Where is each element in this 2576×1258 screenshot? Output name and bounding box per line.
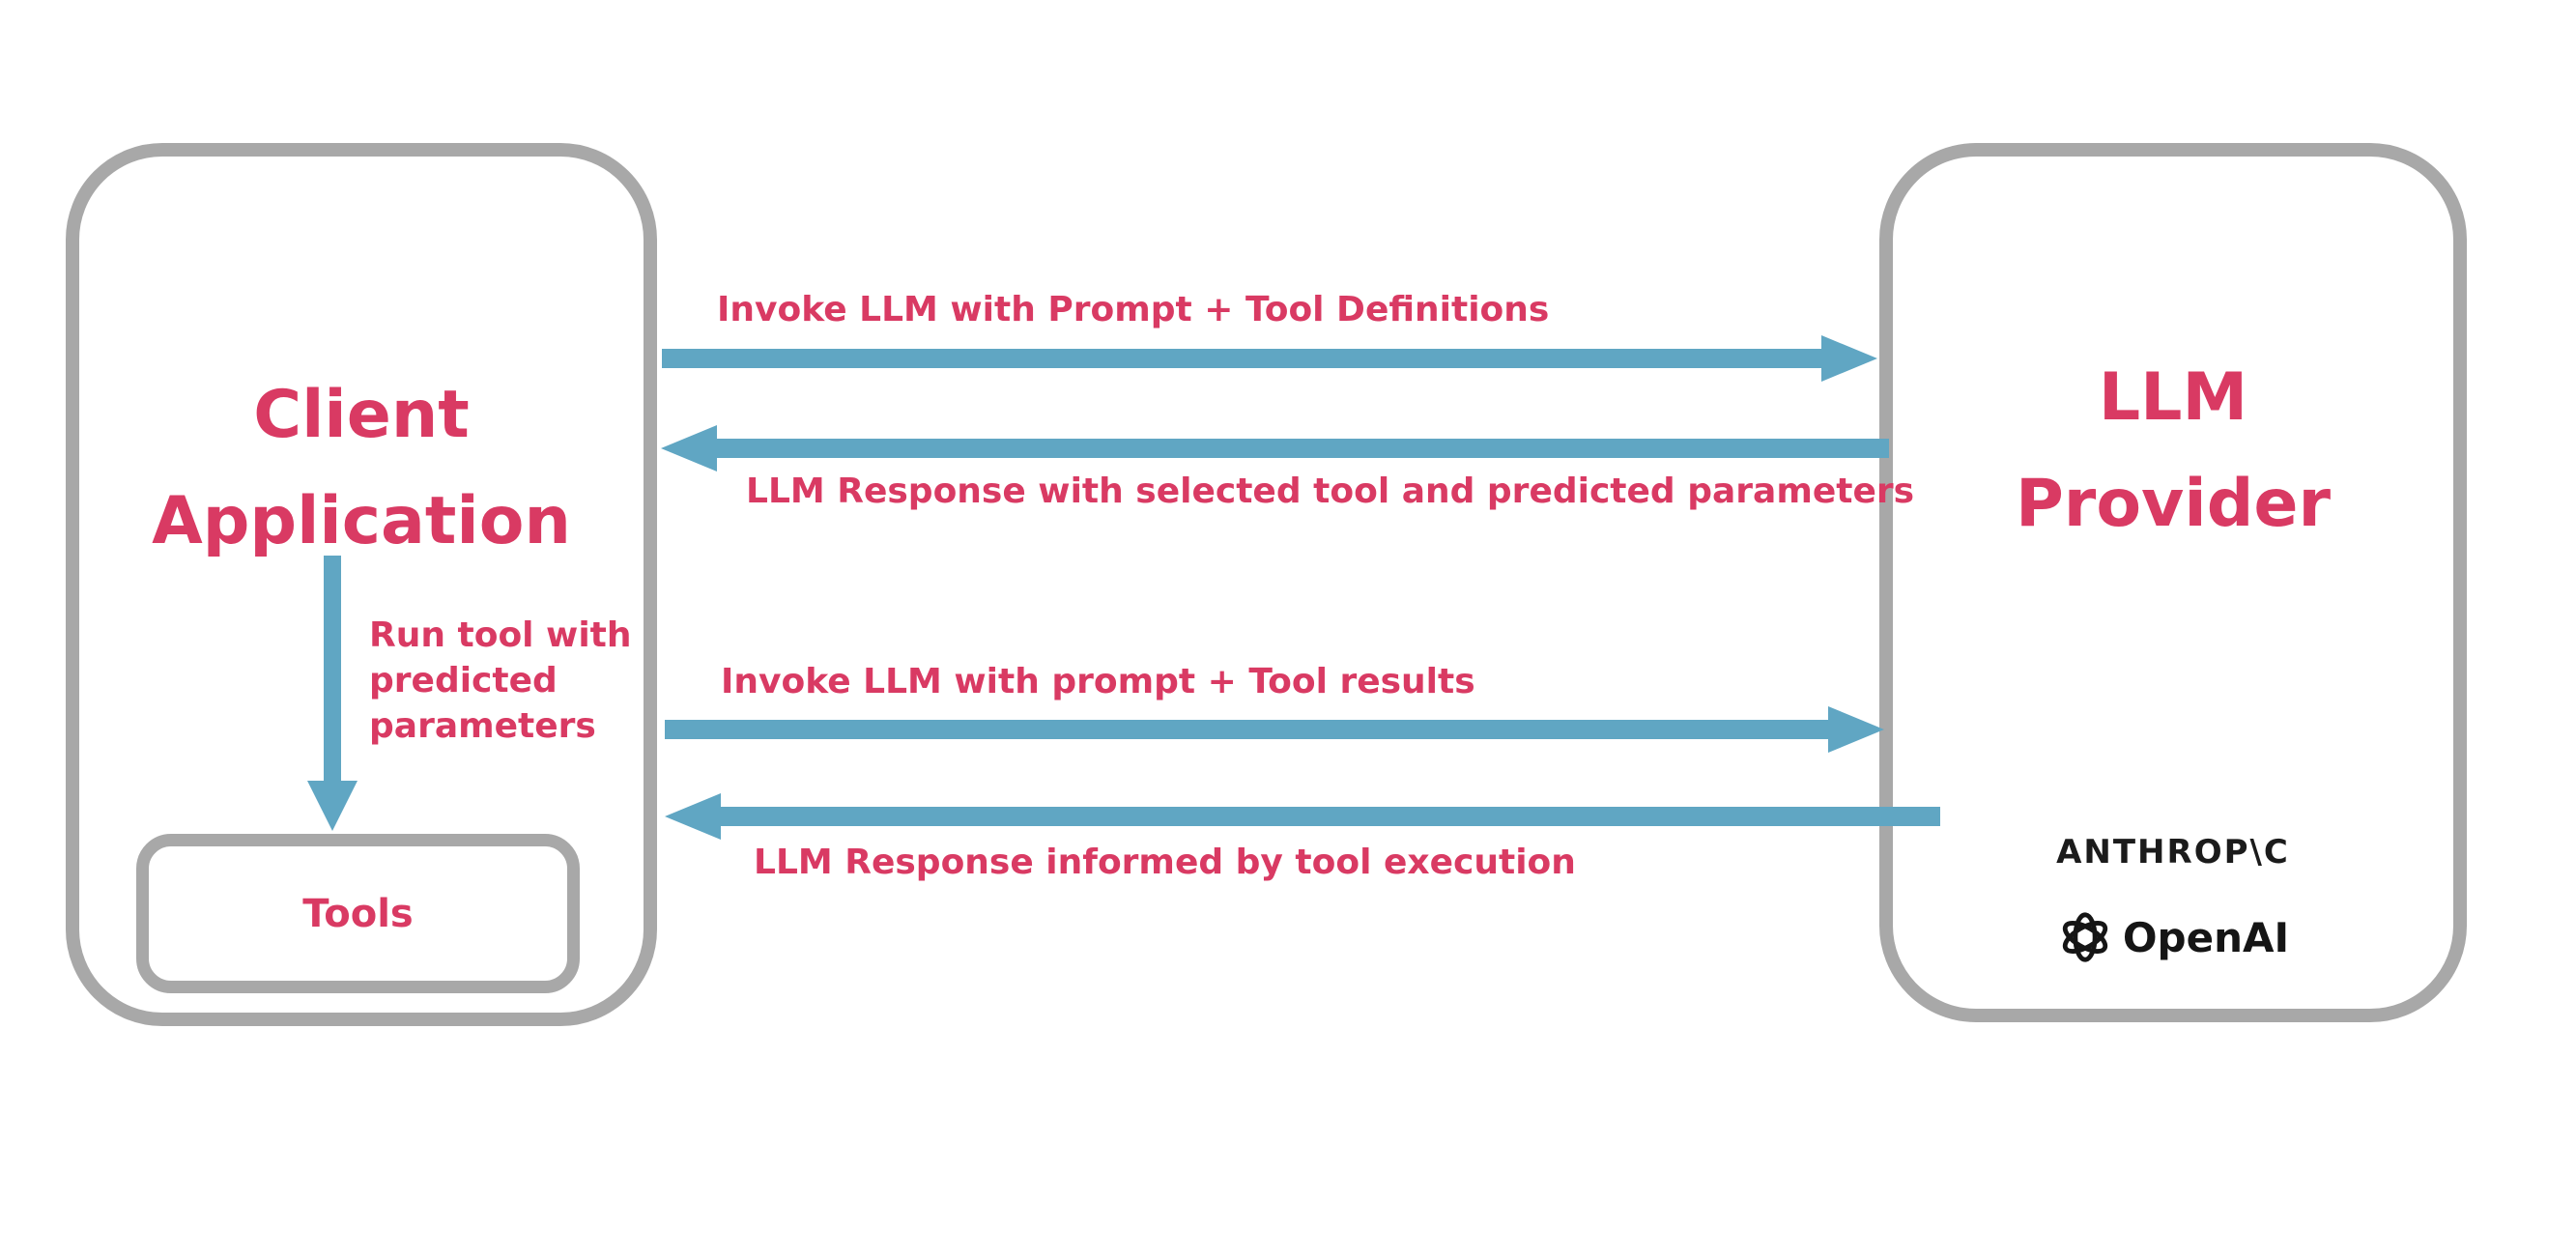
arrow-head-left-icon (661, 425, 717, 472)
flow-label-invoke-results: Invoke LLM with prompt + Tool results (721, 662, 1475, 701)
client-application-title: Client Application (66, 362, 657, 575)
run-tool-label-line2: predicted (369, 661, 558, 700)
flow-arrow-left-1-icon (661, 425, 1889, 472)
openai-logo-row: OpenAI (1879, 903, 2467, 971)
arrow-shaft (662, 349, 1827, 368)
run-tool-label: Run tool with predicted parameters (369, 613, 632, 749)
run-tool-label-line3: parameters (369, 706, 596, 746)
tools-box-label: Tools (302, 891, 414, 936)
arrow-head-right-icon (1821, 335, 1877, 382)
llm-provider-box (1879, 143, 2467, 1022)
arrow-shaft (715, 807, 1940, 826)
run-tool-arrow-down-icon (307, 556, 358, 831)
flow-arrow-right-1-icon (662, 335, 1877, 382)
tools-box: Tools (136, 834, 580, 993)
flow-label-invoke-definitions: Invoke LLM with Prompt + Tool Definition… (717, 290, 1550, 329)
client-title-line2: Application (152, 483, 571, 559)
arrow-shaft (324, 556, 341, 781)
provider-title-line2: Provider (2015, 466, 2332, 542)
flow-label-response-informed: LLM Response informed by tool execution (754, 843, 1576, 882)
flow-arrow-left-2-icon (665, 793, 1940, 840)
flow-arrow-right-2-icon (665, 706, 1884, 753)
client-title-line1: Client (253, 377, 470, 453)
openai-logo-wordmark: OpenAI (2122, 913, 2290, 961)
anthropic-logo-wordmark: ANTHROP\C (2056, 833, 2290, 872)
arrow-shaft (711, 439, 1889, 458)
arrow-head-down-icon (307, 781, 358, 831)
flow-label-response-selected-tool: LLM Response with selected tool and pred… (746, 472, 1915, 511)
arrow-head-right-icon (1828, 706, 1884, 753)
openai-logo-icon (2062, 912, 2107, 962)
provider-title-line1: LLM (2098, 359, 2248, 436)
llm-provider-title: LLM Provider (1879, 345, 2467, 558)
arrow-shaft (665, 720, 1834, 739)
run-tool-label-line1: Run tool with (369, 615, 632, 655)
arrow-head-left-icon (665, 793, 721, 840)
